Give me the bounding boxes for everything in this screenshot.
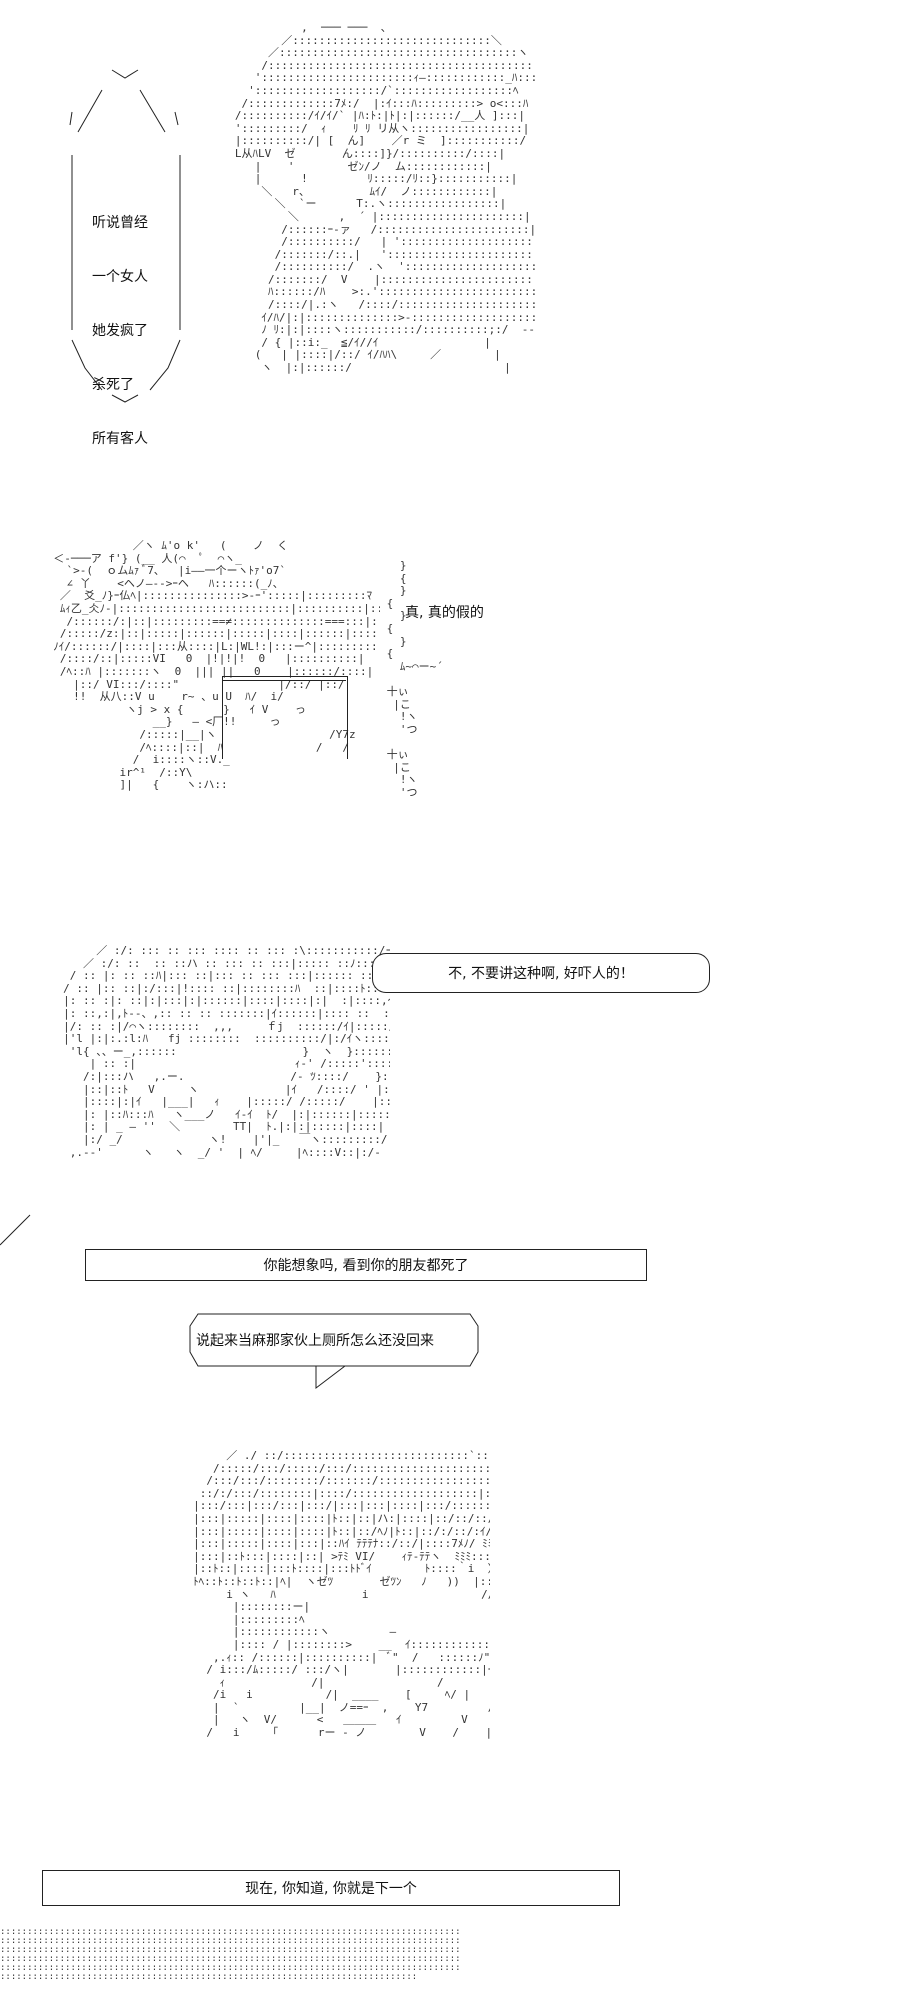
panel-4: 说起来当麻那家伙上厕所怎么还没回来 ／ ./ ::/::::::::::::::… — [0, 1300, 922, 2000]
panel-1-bubble-outline — [69, 69, 181, 403]
book-outline — [222, 676, 348, 759]
panel-4-caption: 现在, 你知道, 你就是下一个 — [245, 1881, 417, 1897]
panel-2-dialogue: 真, 真的假的 — [405, 605, 484, 621]
panel-3-caption: 你能想象吗, 看到你的朋友都死了 — [263, 1258, 469, 1274]
panel-3-caption-box: 你能想象吗, 看到你的朋友都死了 — [85, 1249, 647, 1281]
panel-1: 听说曾经 一个女人 她发疯了 杀死了 所有客人 , ─── ─── 、 ／:::… — [0, 0, 922, 520]
panel-4-bubble-outline — [189, 1313, 479, 1390]
book-spine — [222, 680, 346, 681]
panel-3-speech-bubble: 不, 不要讲这种啊, 好吓人的！ — [372, 953, 710, 993]
narration-line: 她发疯了 — [92, 323, 148, 339]
bottom-dotted-texture: ::::::::::::::::::::::::::::::::::::::::… — [0, 1928, 460, 1982]
panel-4-dialogue: 说起来当麻那家伙上厕所怎么还没回来 — [196, 1333, 434, 1349]
panel-2-sfx-scribbles: } { } { } { } { ﾑ~⌒ー~´ 十ぃ |こ !ヽ 'つ 十ぃ |こ… — [386, 560, 443, 799]
boy-ascii-art: ／ ./ ::/::::::::::::::::::::::::::::`:::… — [193, 1450, 490, 1740]
panel-3-decor — [0, 1214, 31, 1246]
narration-line: 听说曾经 — [92, 215, 148, 231]
girl-ascii-art: , ─── ─── 、 ／:::::::::::::::::::::::::::… — [234, 22, 535, 375]
panel-3-dialogue: 不, 不要讲这种啊, 好吓人的！ — [448, 966, 634, 982]
narration-line: 一个女人 — [92, 269, 148, 285]
scared-girl-ascii-art: ／ヽ ﾑ'o k' ( ノ く ＜‐───ア f'} (__ 人(⌒ ﾟ ⌒ヽ_… — [53, 540, 380, 792]
panel-1-narration: 听说曾经 一个女人 她发疯了 杀死了 所有客人 — [92, 178, 148, 484]
frightened-girl-ascii-art: ／ :/: ::: :: ::: :::: :: ::: :\:::::::::… — [63, 945, 390, 1159]
panel-3: ／ :/: ::: :: ::: :::: :: ::: :\:::::::::… — [0, 945, 922, 1285]
narration-line: 所有客人 — [92, 431, 148, 447]
narration-line: 杀死了 — [92, 377, 134, 393]
panel-2: ／ヽ ﾑ'o k' ( ノ く ＜‐───ア f'} (__ 人(⌒ ﾟ ⌒ヽ_… — [0, 540, 922, 940]
panel-4-caption-box: 现在, 你知道, 你就是下一个 — [42, 1870, 620, 1906]
